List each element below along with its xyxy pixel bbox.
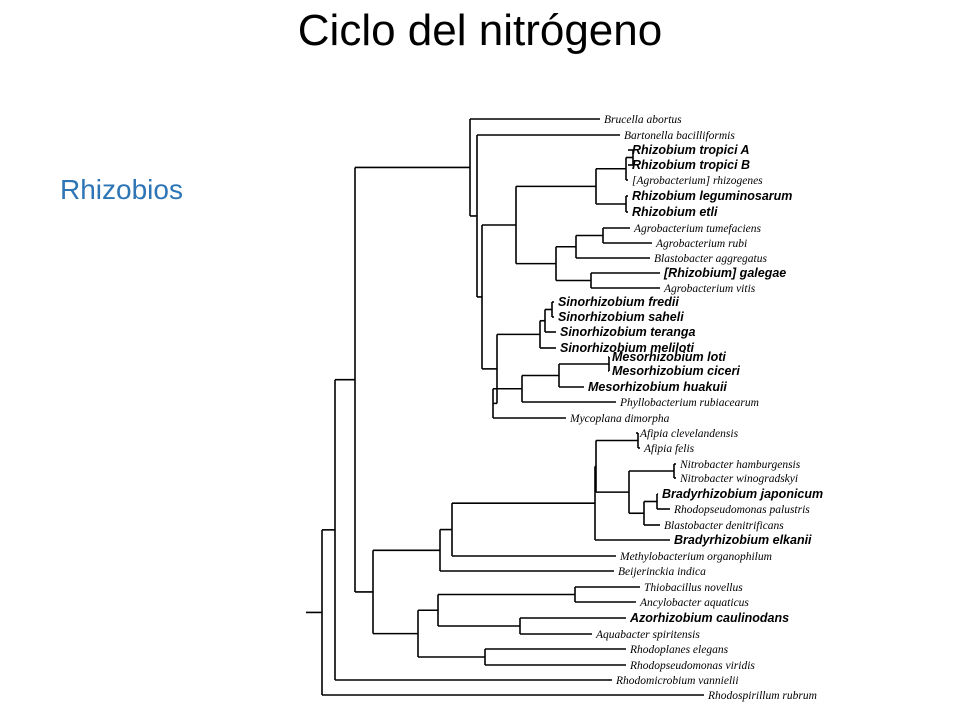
taxon-label: Rhodospirillum rubrum: [707, 690, 817, 702]
taxon-label: Bradyrhizobium elkanii: [674, 533, 812, 547]
taxon-label: Blastobacter denitrificans: [664, 520, 784, 532]
taxon-label: Sinorhizobium meliloti: [560, 341, 695, 355]
taxon-label: Rhodomicrobium vannielii: [615, 675, 739, 687]
taxon-label: Nitrobacter hamburgensis: [679, 459, 801, 471]
taxon-label: Sinorhizobium saheli: [558, 310, 684, 324]
taxon-label: Blastobacter aggregatus: [654, 253, 767, 265]
taxon-label: Agrobacterium rubi: [655, 238, 747, 250]
tree-branches: [306, 118, 704, 696]
taxon-label: Thiobacillus novellus: [644, 582, 743, 594]
taxon-label: Afipia clevelandensis: [639, 428, 739, 440]
slide-title: Ciclo del nitrógeno: [297, 6, 663, 55]
taxon-label: Afipia felis: [643, 443, 695, 455]
taxon-label: Rhodoplanes elegans: [629, 644, 729, 656]
taxon-label: Sinorhizobium fredii: [558, 295, 679, 309]
taxon-label: Bradyrhizobium japonicum: [662, 487, 823, 501]
taxon-label: [Agrobacterium] rhizogenes: [632, 175, 763, 187]
taxon-label: Mesorhizobium huakuii: [588, 380, 727, 394]
taxon-label: Rhizobium tropici B: [632, 158, 750, 172]
taxon-label: Mesorhizobium ciceri: [612, 364, 740, 378]
taxon-label: Nitrobacter winogradskyi: [679, 473, 798, 485]
taxon-label: Aquabacter spiritensis: [595, 629, 700, 641]
taxon-label: Sinorhizobium teranga: [560, 325, 695, 339]
taxon-label: Agrobacterium vitis: [663, 283, 756, 295]
taxon-label: Bartonella bacilliformis: [624, 130, 735, 142]
taxon-label: Phyllobacterium rubiacearum: [619, 397, 759, 409]
taxon-label: [Rhizobium] galegae: [663, 266, 786, 280]
taxon-label: Mycoplana dimorpha: [569, 413, 670, 425]
taxon-label: Ancylobacter aquaticus: [639, 597, 749, 609]
taxon-label: Rhodopseudomonas viridis: [629, 660, 755, 672]
taxon-label: Methylobacterium organophilum: [619, 551, 772, 563]
taxon-label: Beijerinckia indica: [618, 566, 706, 578]
rhizobios-label: Rhizobios: [60, 174, 183, 205]
taxon-label: Azorhizobium caulinodans: [629, 611, 789, 625]
taxon-label: Rhodopseudomonas palustris: [673, 504, 810, 516]
taxon-label: Rhizobium leguminosarum: [632, 189, 792, 203]
taxon-label: Rhizobium tropici A: [632, 143, 750, 157]
taxon-label: Rhizobium etli: [632, 205, 718, 219]
taxon-label: Brucella abortus: [604, 114, 682, 126]
taxon-label: Agrobacterium tumefaciens: [633, 223, 762, 235]
taxon-label: Mesorhizobium loti: [612, 350, 726, 364]
